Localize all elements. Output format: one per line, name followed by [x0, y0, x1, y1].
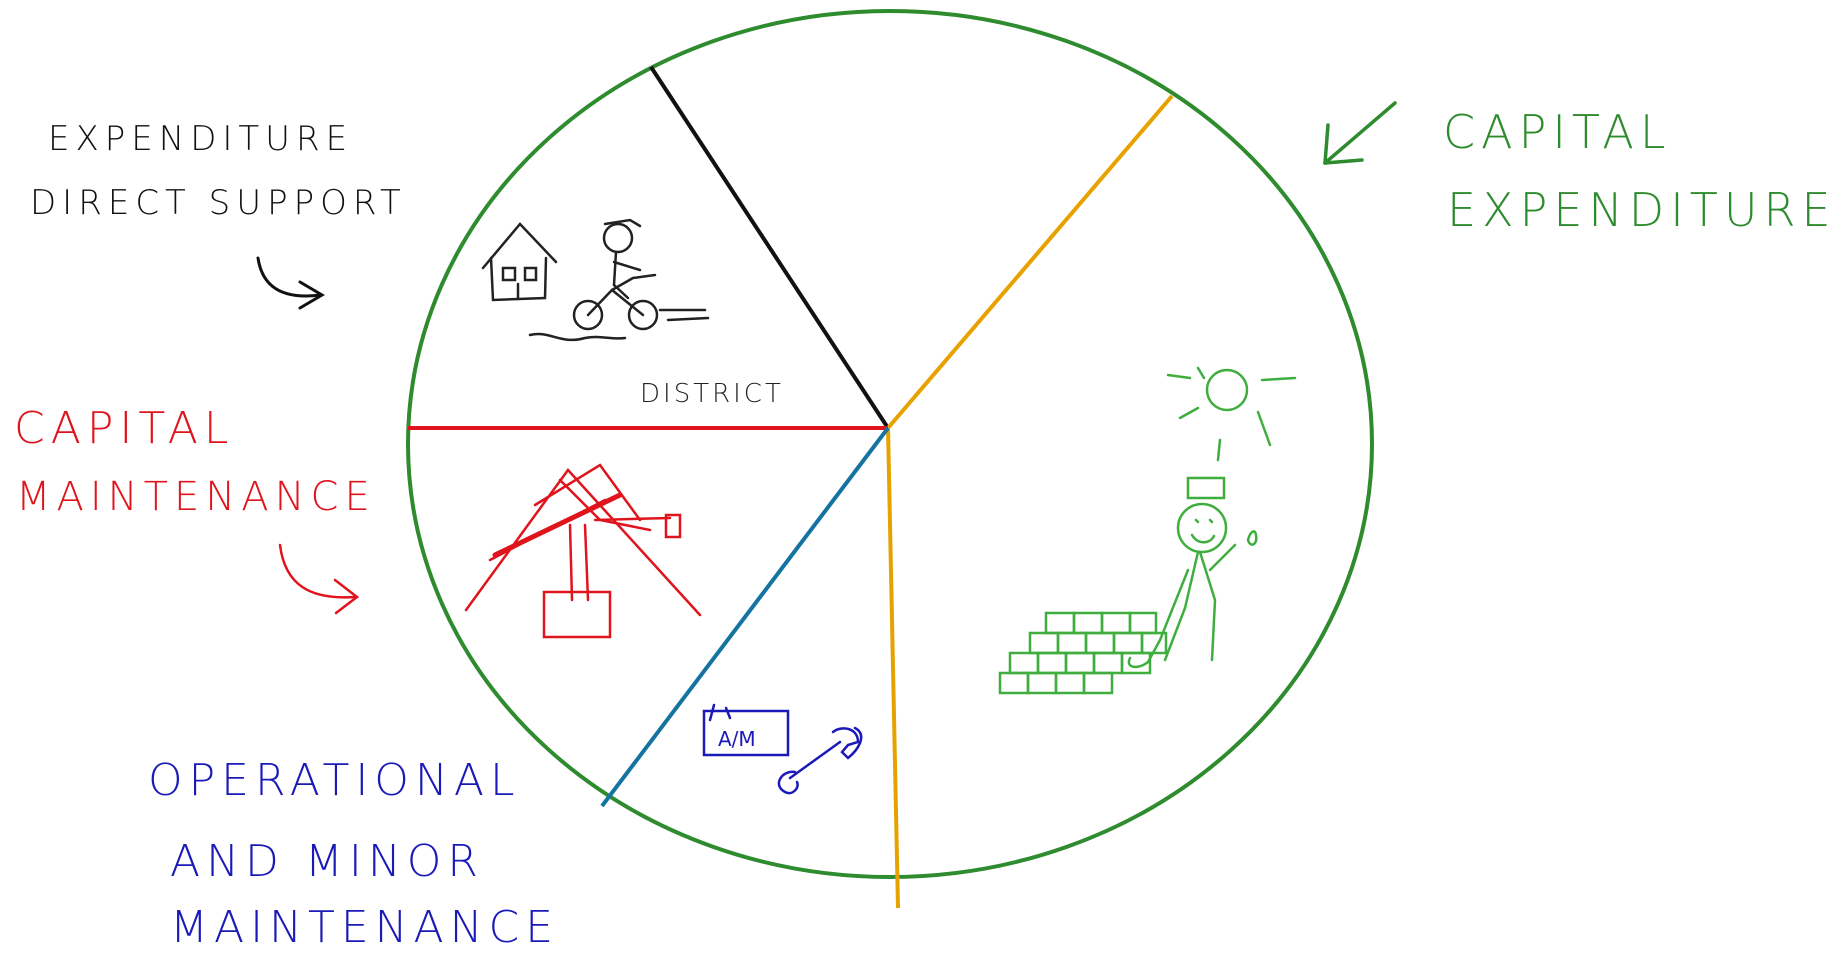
direct-support-label-line2: DIRECT SUPPORT — [30, 183, 407, 223]
district-label: DISTRICT — [640, 379, 784, 409]
divider-operational — [600, 426, 890, 808]
capital-maintenance-label-line2: MAINTENANCE — [16, 474, 376, 520]
operational-label-line3: MAINTENANCE — [170, 902, 559, 953]
capital-expenditure-label-line2: EXPENDITURE — [1447, 183, 1837, 237]
direct-support-arrow-icon — [256, 256, 325, 310]
bricks-sketch — [998, 611, 1168, 695]
broken-structure-sketch — [278, 463, 702, 639]
capital-maintenance-label-line1: CAPITAL — [14, 403, 234, 454]
house-sketch — [481, 222, 558, 302]
label-mask — [140, 765, 550, 953]
operational-label-line2: AND MINOR — [170, 836, 484, 887]
worker-sketch — [1127, 476, 1258, 669]
divider-direct-support — [649, 65, 890, 430]
divider-capital-expenditure-bottom — [886, 427, 900, 909]
box-label: A/M — [718, 727, 756, 751]
operational-label-line1: OPERATIONAL — [148, 755, 520, 806]
divider-capital-expenditure-top — [886, 94, 1174, 430]
toolbox-wrench-sketch: A/M — [702, 703, 863, 795]
bicycle-rider-sketch — [528, 218, 710, 342]
pie-outline — [406, 9, 1374, 879]
capital-expenditure-arrow-icon — [1323, 101, 1397, 165]
direct-support-label-line1: EXPENDITURE — [48, 119, 353, 159]
capital-expenditure-label-line1: CAPITAL — [1443, 105, 1672, 159]
sun-sketch — [1166, 366, 1297, 462]
